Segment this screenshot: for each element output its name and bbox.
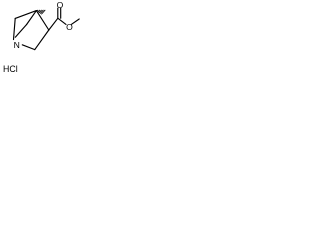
bond-ring-carbon-substituted <box>34 29 50 51</box>
chemical-structure-diagram: N O O HCl <box>3 0 80 74</box>
bond-n-upper-left <box>12 17 16 41</box>
bond-front-bridge <box>26 10 37 26</box>
ester-oxygen-label: O <box>66 22 73 32</box>
bond-to-methyl <box>70 18 80 25</box>
methyl-ester-group <box>48 7 80 31</box>
bond-substituted-bridgehead <box>35 10 50 31</box>
bond-to-carbonyl <box>48 17 59 31</box>
carbonyl-oxygen-label: O <box>57 0 64 10</box>
nitrogen-label: N <box>14 40 20 50</box>
bond-upper-left-bridgehead <box>14 10 37 19</box>
hashed-stereo-bond <box>36 9 46 15</box>
salt-label: HCl <box>3 64 18 74</box>
bond-to-ester-oxygen <box>57 18 67 25</box>
bond-n-ring-carbon <box>21 44 36 51</box>
bicyclic-cage <box>12 10 50 51</box>
bond-n-front-bridge <box>14 23 28 38</box>
